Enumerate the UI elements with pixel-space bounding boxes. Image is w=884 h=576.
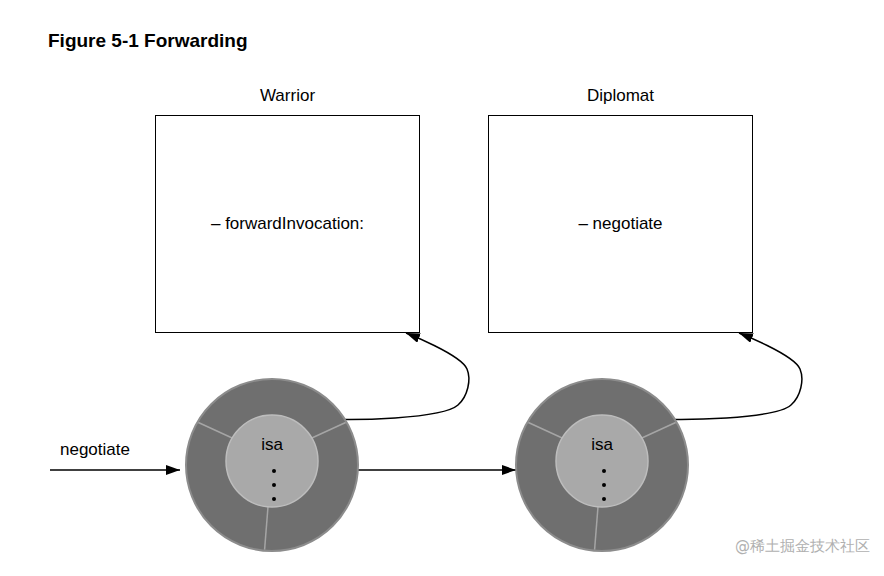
message-arrow [50,469,180,471]
class-box: Warrior– forwardInvocation: [155,115,420,333]
class-name: Warrior [260,86,315,106]
isa-pointer: isa [514,435,690,455]
isa-pointer: isa [184,435,360,455]
message-connector [358,469,516,471]
ellipsis-dot [272,469,276,473]
object-circle: isa [184,377,360,553]
object-shape [514,377,690,553]
message-connector [345,333,469,419]
object-circle: isa [514,377,690,553]
class-box: Diplomat– negotiate [488,115,753,333]
object-core [556,415,648,507]
ellipsis-dot [272,483,276,487]
object-ring [516,379,688,551]
class-name: Diplomat [587,86,654,106]
ellipsis-dot [602,483,606,487]
ellipsis-dot [272,497,276,501]
ring-divider [312,423,346,439]
ring-divider [642,423,676,439]
ellipsis-dot [602,469,606,473]
object-shape [184,377,360,553]
method-name: – forwardInvocation: [201,214,374,234]
ring-divider [198,423,232,439]
message-connector [675,333,802,419]
watermark: @稀土掘金技术社区 [735,537,870,556]
object-ring [186,379,358,551]
message-label: negotiate [60,440,130,460]
method-name: – negotiate [568,214,672,234]
ring-divider [265,507,268,550]
ring-divider [595,507,598,550]
object-core [226,415,318,507]
ring-divider [528,423,562,439]
figure-title: Figure 5-1 Forwarding [48,30,248,52]
ellipsis-dot [602,497,606,501]
